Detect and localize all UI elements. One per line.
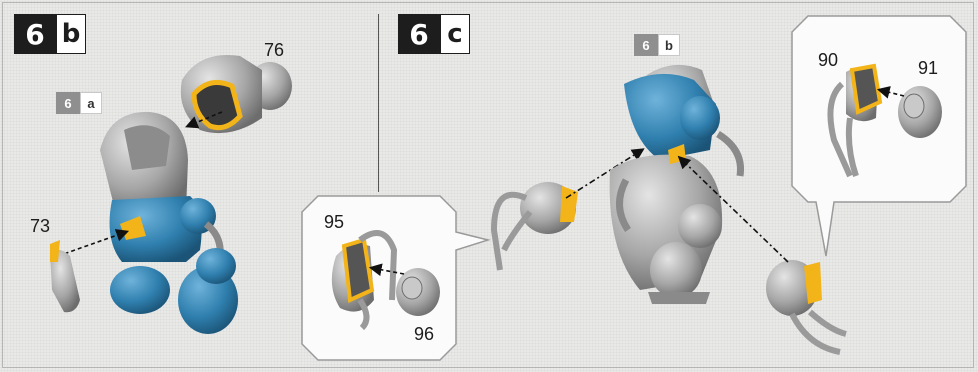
step-letter: b bbox=[56, 14, 86, 54]
reference-tag-6b: 6 b bbox=[634, 34, 680, 56]
marine-body-6b bbox=[100, 111, 238, 334]
reference-number: 6 bbox=[56, 92, 80, 114]
part-label-95: 95 bbox=[324, 212, 345, 232]
exhaust-part-91 bbox=[898, 86, 942, 138]
reference-number: 6 bbox=[634, 34, 658, 56]
part-label-96: 96 bbox=[414, 324, 435, 344]
step-badge-6c: 6 c bbox=[398, 14, 470, 54]
backpack-assembly-left bbox=[490, 182, 578, 271]
part-label-73: 73 bbox=[30, 216, 51, 236]
page-border bbox=[2, 2, 974, 368]
exhaust-part-96 bbox=[396, 268, 440, 316]
step-number: 6 bbox=[14, 14, 56, 54]
backpack-part-95 bbox=[331, 229, 398, 331]
marine-body-6c bbox=[609, 64, 745, 304]
part-label-90: 90 bbox=[818, 50, 839, 70]
reference-letter: b bbox=[658, 34, 680, 56]
part-label-76: 76 bbox=[264, 40, 285, 60]
step-badge-6b: 6 b bbox=[14, 14, 86, 54]
backpack-assembly-right bbox=[766, 260, 847, 355]
callout-bubble-90-91 bbox=[791, 15, 967, 257]
step-number: 6 bbox=[398, 14, 440, 54]
step-letter: c bbox=[440, 14, 470, 54]
arm-part-73 bbox=[50, 240, 80, 313]
backpack-part-90 bbox=[827, 63, 883, 178]
part-label-91: 91 bbox=[918, 58, 939, 78]
reference-letter: a bbox=[80, 92, 102, 114]
helmet-part-76 bbox=[180, 55, 292, 134]
reference-tag-6a: 6 a bbox=[56, 92, 102, 114]
step-divider bbox=[378, 14, 379, 192]
